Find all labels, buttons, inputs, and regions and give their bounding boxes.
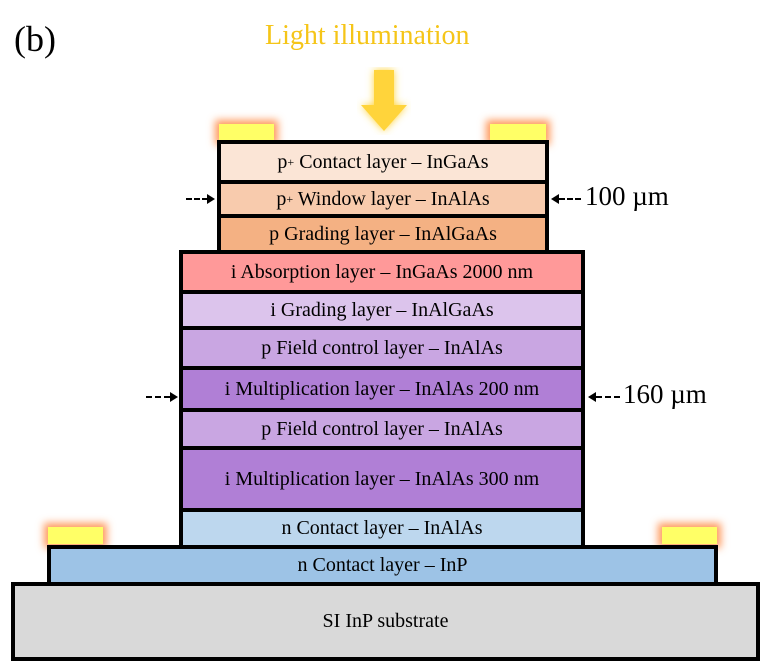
layer-prefix: n bbox=[281, 517, 292, 539]
layer-label: Contact layer – InAlAs bbox=[291, 517, 483, 539]
layer-prefix: i bbox=[224, 467, 231, 490]
top-mesa-right-dash bbox=[559, 198, 581, 200]
layer-p-contact-ingaas: p+ Contact layer – InGaAs bbox=[217, 140, 549, 184]
layer-label: Multiplication layer – InAlAs 200 nm bbox=[230, 377, 540, 400]
layer-p-grading-inalgaas: p Grading layer – InAlGaAs bbox=[217, 214, 549, 254]
middle-mesa-left-arrowhead-icon bbox=[170, 392, 178, 402]
layer-i-grading-inalgaas: i Grading layer – InAlGaAs bbox=[179, 290, 585, 330]
light-arrow-icon bbox=[361, 70, 407, 131]
top-mesa-right-arrowhead-icon bbox=[551, 194, 559, 204]
middle-mesa-right-arrowhead-icon bbox=[588, 392, 596, 402]
layer-prefix: p bbox=[277, 150, 288, 173]
layer-label: Field control layer – InAlAs bbox=[271, 336, 503, 359]
layer-label: Contact layer – InGaAs bbox=[294, 150, 489, 173]
layer-label: Grading layer – InAlGaAs bbox=[275, 298, 494, 321]
layer-p-field-control-2: p Field control layer – InAlAs bbox=[179, 408, 585, 450]
layer-n-contact-inp: n Contact layer – InP bbox=[47, 545, 718, 586]
layer-prefix: i bbox=[270, 298, 276, 321]
layer-prefix: n bbox=[297, 554, 308, 576]
bottom-left-contact-pad bbox=[48, 527, 103, 544]
layer-i-multiplication-300: i Multiplication layer – InAlAs 300 nm bbox=[179, 446, 585, 512]
layer-prefix: p bbox=[276, 187, 287, 210]
layer-prefix: p bbox=[269, 222, 280, 245]
top-left-contact-pad bbox=[219, 124, 274, 141]
layer-label: Window layer – InAlAs bbox=[293, 187, 490, 210]
layer-label: Absorption layer – InGaAs 2000 nm bbox=[236, 260, 534, 283]
top-mesa-left-arrowhead-icon bbox=[207, 194, 215, 204]
layer-prefix: i bbox=[230, 260, 237, 283]
layer-si-inp-substrate: SI InP substrate bbox=[11, 582, 760, 661]
layer-label: Grading layer – InAlGaAs bbox=[279, 222, 497, 245]
layer-i-absorption-ingaas: i Absorption layer – InGaAs 2000 nm bbox=[179, 250, 585, 294]
light-arrow-shape bbox=[361, 70, 407, 131]
top-mesa-left-dash bbox=[186, 198, 208, 200]
middle-mesa-width-label: 160 µm bbox=[623, 379, 707, 409]
layer-label: Field control layer – InAlAs bbox=[271, 417, 503, 440]
layer-n-contact-inalas: n Contact layer – InAlAs bbox=[179, 508, 585, 549]
layer-i-multiplication-200: i Multiplication layer – InAlAs 200 nm bbox=[179, 366, 585, 412]
light-illumination-label: Light illumination bbox=[265, 20, 470, 51]
bottom-right-contact-pad bbox=[662, 527, 717, 544]
layer-prefix: p bbox=[261, 336, 272, 359]
top-mesa-width-label: 100 µm bbox=[585, 181, 669, 211]
panel-label: (b) bbox=[14, 19, 56, 59]
middle-mesa-right-dash bbox=[596, 396, 620, 398]
layer-prefix: p bbox=[261, 417, 272, 440]
layer-prefix: i bbox=[224, 377, 231, 400]
layer-label: Multiplication layer – InAlAs 300 nm bbox=[230, 467, 540, 490]
layer-label: Contact layer – InP bbox=[307, 554, 468, 576]
middle-mesa-left-dash bbox=[146, 396, 170, 398]
layer-label: SI InP substrate bbox=[322, 610, 449, 632]
layer-p-field-control-1: p Field control layer – InAlAs bbox=[179, 326, 585, 370]
top-right-contact-pad bbox=[490, 124, 546, 141]
layer-p-window-inalas: p+ Window layer – InAlAs bbox=[217, 180, 549, 218]
